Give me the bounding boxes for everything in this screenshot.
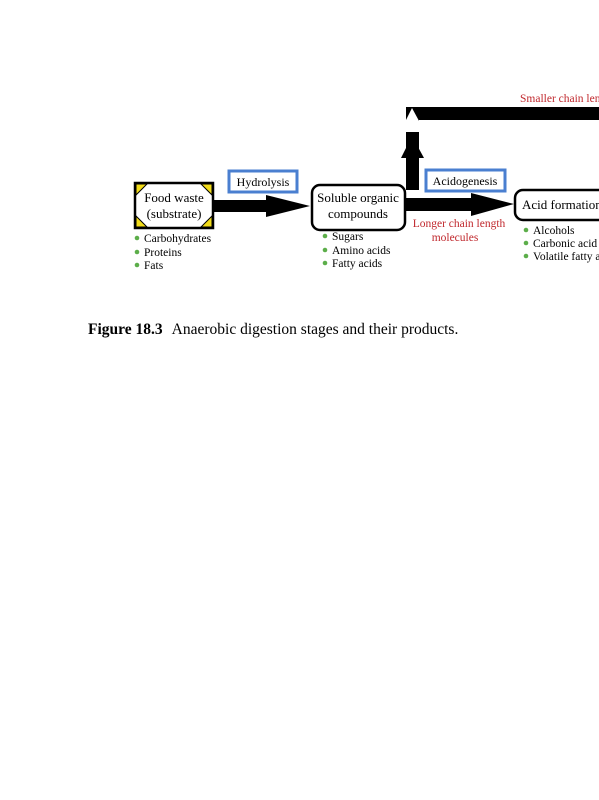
bullet — [134, 262, 140, 268]
acid-formation-node: Acid formation — [513, 188, 599, 222]
acidogenesis-label: Acidogenesis — [433, 174, 498, 188]
list-item: Amino acids — [332, 245, 391, 257]
soluble-line2: compounds — [328, 206, 388, 221]
list-item: Proteins — [144, 247, 182, 259]
hydrolysis-label: Hydrolysis — [237, 175, 290, 189]
bullet — [134, 249, 140, 255]
list-item: Volatile fatty a — [533, 251, 599, 263]
up-arrowhead — [400, 108, 425, 132]
hydrolysis-arrow-shaft — [214, 200, 269, 212]
list-item: Alcohols — [533, 225, 575, 237]
soluble-line1: Soluble organic — [317, 190, 399, 205]
food-waste-line2: (substrate) — [147, 206, 202, 221]
acidogenesis-box: Acidogenesis — [424, 168, 507, 193]
figure-label: Figure 18.3 — [88, 321, 163, 338]
list-item: Carbonic acid — [533, 238, 597, 250]
longer-chain-line1: Longer chain length — [413, 218, 506, 230]
bullet — [523, 227, 529, 233]
acidogenesis-arrowhead — [471, 193, 514, 216]
bullet — [322, 247, 328, 253]
smaller-chain-label: Smaller chain len — [520, 93, 599, 105]
corner-tl — [135, 183, 149, 197]
soluble-organic-node: Soluble organic compounds — [310, 183, 407, 232]
bullet — [322, 233, 328, 239]
list-item: Fatty acids — [332, 258, 383, 270]
food-waste-node: Food waste (substrate) — [133, 181, 215, 230]
corner-tr — [199, 183, 213, 197]
figure-caption: Figure 18.3 Anaerobic digestion stages a… — [88, 321, 458, 339]
acidogenesis-arrow-shaft — [404, 198, 474, 211]
longer-chain-line2: molecules — [432, 232, 479, 244]
up-arrowhead-fill — [401, 136, 424, 158]
bullet — [322, 260, 328, 266]
hydrolysis-arrowhead — [266, 195, 310, 217]
food-waste-line1: Food waste — [144, 190, 204, 205]
bullet — [523, 240, 529, 246]
list-item: Carbohydrates — [144, 233, 212, 245]
list-item: Sugars — [332, 231, 364, 243]
bullet — [134, 235, 140, 241]
top-branch-horizontal — [406, 107, 599, 120]
corner-bl — [135, 214, 149, 228]
hydrolysis-box: Hydrolysis — [227, 169, 299, 194]
food-waste-list: Carbohydrates Proteins Fats — [134, 233, 212, 272]
list-item: Fats — [144, 260, 164, 272]
acid-formation-list: Alcohols Carbonic acid Volatile fatty a — [523, 225, 599, 263]
acid-formation-label: Acid formation — [522, 197, 599, 212]
soluble-list: Sugars Amino acids Fatty acids — [322, 231, 391, 270]
figure-caption-text: Anaerobic digestion stages and their pro… — [171, 321, 459, 338]
corner-br — [199, 214, 213, 228]
bullet — [523, 253, 529, 259]
